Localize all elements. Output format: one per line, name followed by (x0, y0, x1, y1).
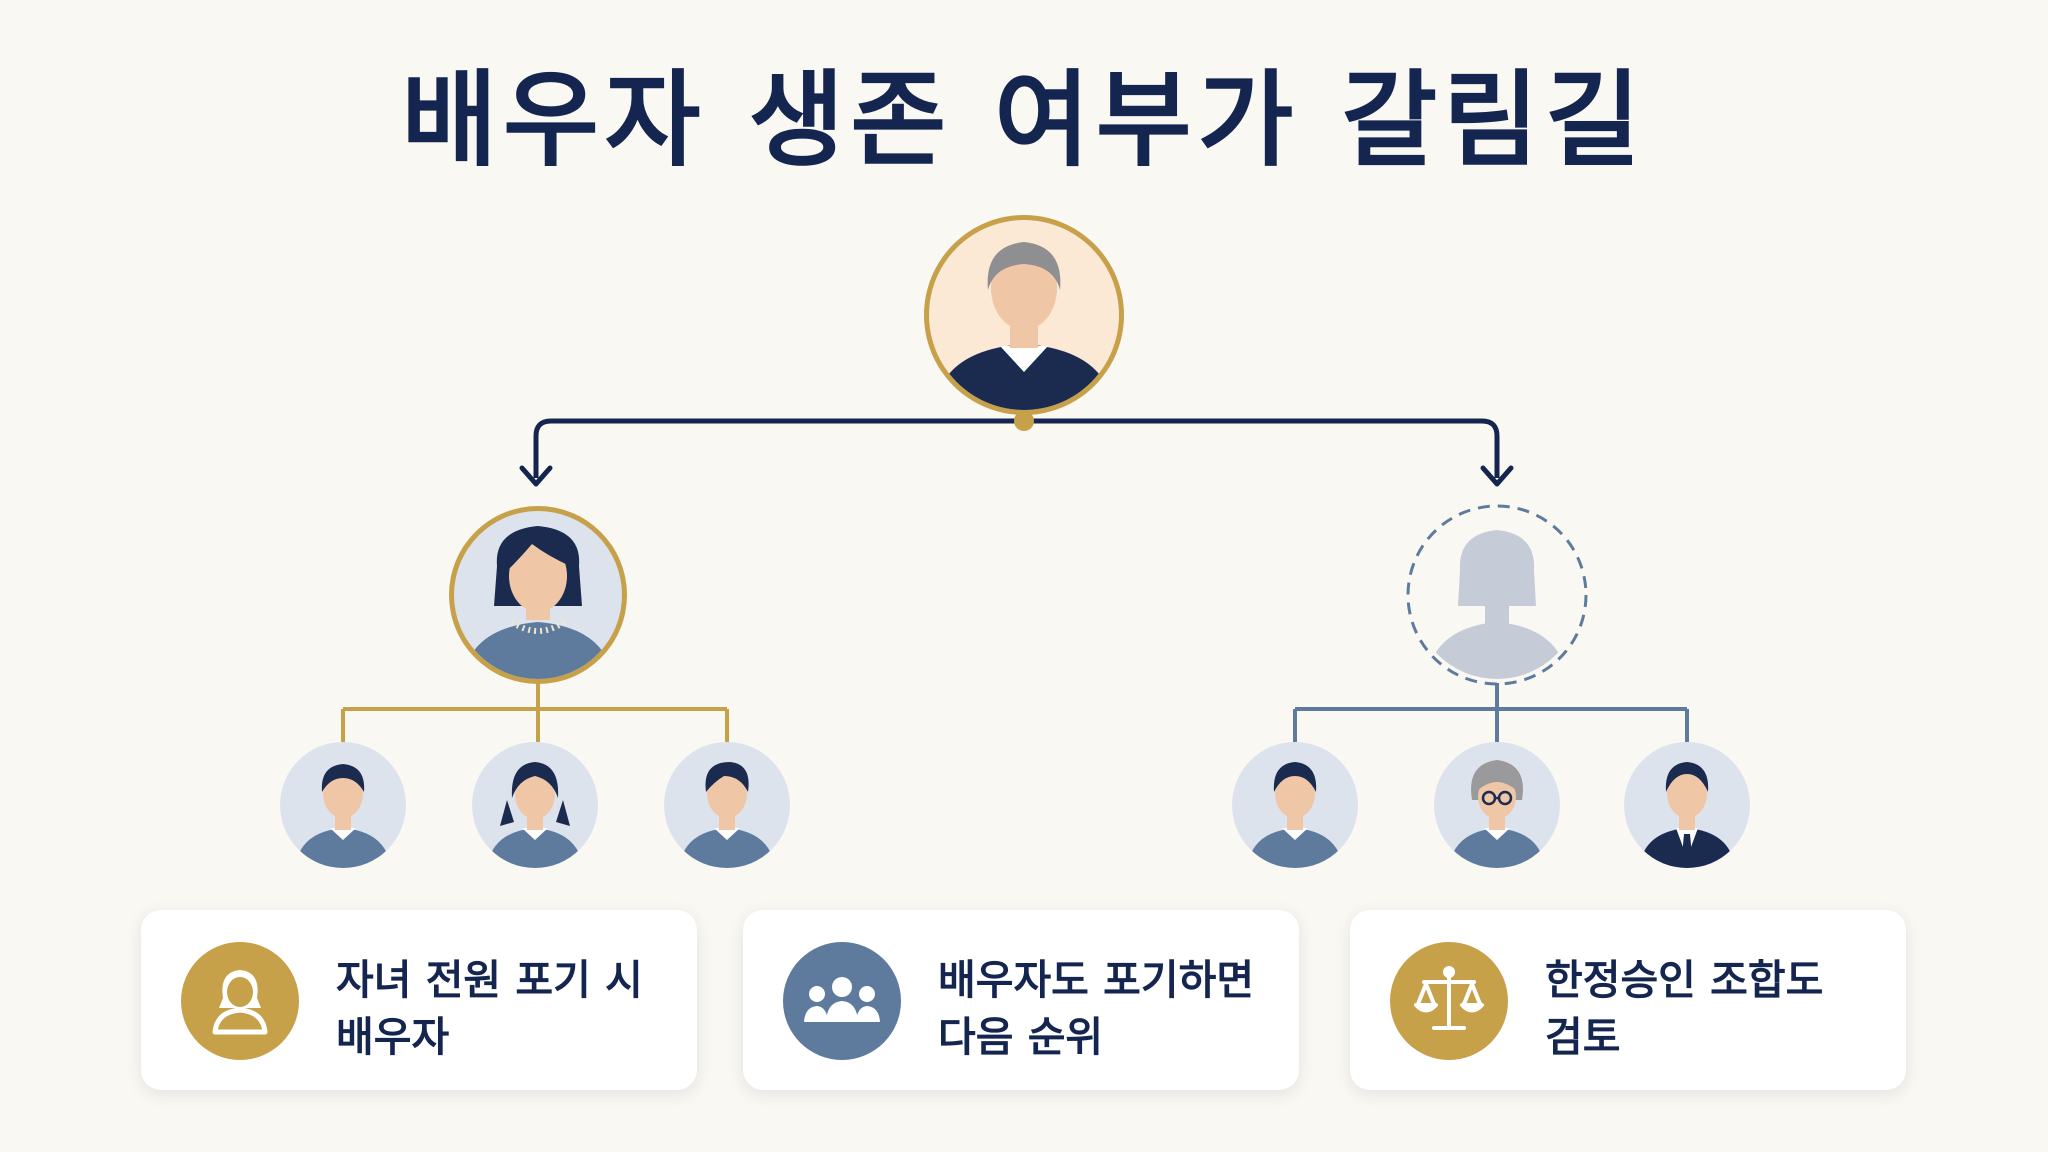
card-spouse-if-children-renounce: 자녀 전원 포기 시 배우자 (141, 910, 697, 1090)
boy-child-portrait-icon (664, 742, 790, 868)
card-qualified-acceptance-review: 한정승인 조합도 검토 (1350, 910, 1906, 1090)
group-people-icon (783, 942, 901, 1060)
elderly-man-portrait-icon (924, 215, 1124, 415)
boy-child-portrait-icon (280, 742, 406, 868)
card-line-2: 검토 (1545, 1013, 1621, 1061)
card-line-1: 배우자도 포기하면 (938, 956, 1255, 1004)
young-man-portrait-icon (1232, 742, 1358, 868)
card-line-2: 다음 순위 (938, 1013, 1104, 1061)
branch-connector (519, 411, 1514, 487)
girl-child-portrait-icon (472, 742, 598, 868)
left-children-connector (341, 683, 729, 742)
absent-spouse-silhouette-icon (1406, 504, 1588, 686)
elderly-woman-glasses-portrait-icon (1434, 742, 1560, 868)
man-in-suit-portrait-icon (1624, 742, 1750, 868)
card-next-rank-if-spouse-renounces: 배우자도 포기하면 다음 순위 (743, 910, 1299, 1090)
card-line-2: 배우자 (336, 1013, 450, 1061)
page-title: 배우자 생존 여부가 갈림길 (401, 59, 1647, 181)
scales-icon (1390, 942, 1508, 1060)
card-line-1: 한정승인 조합도 (1545, 956, 1824, 1004)
card-line-1: 자녀 전원 포기 시 (336, 956, 643, 1004)
right-heirs-connector (1293, 683, 1689, 742)
woman-spouse-portrait-icon (449, 506, 627, 684)
woman-icon (181, 942, 299, 1060)
